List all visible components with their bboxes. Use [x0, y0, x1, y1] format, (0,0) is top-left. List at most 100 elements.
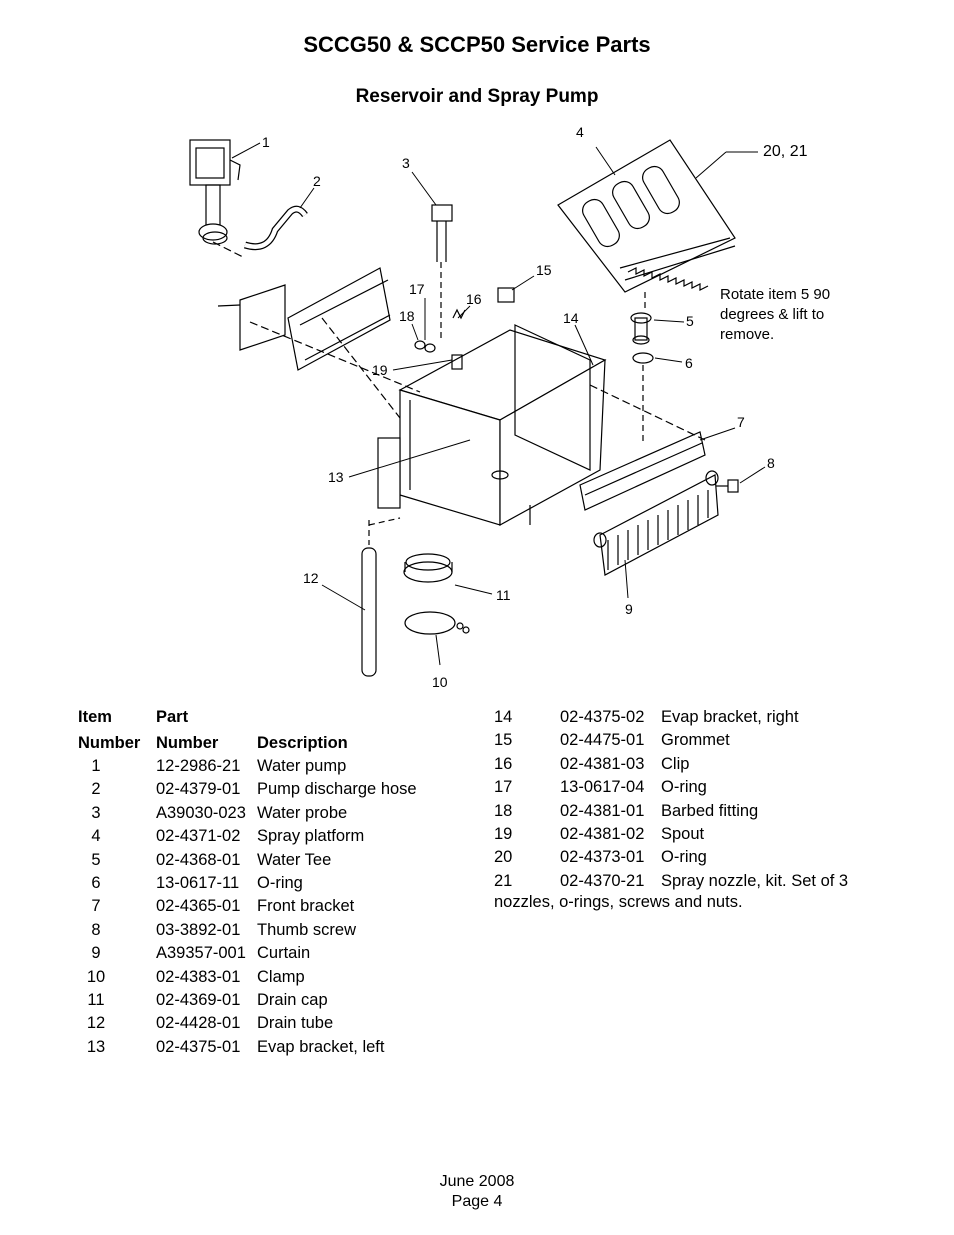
header-part: Part	[156, 708, 189, 726]
header-part-number: Number	[156, 734, 219, 752]
callout-1: 1	[262, 134, 270, 150]
part-number-cell: 02-4368-01	[156, 850, 241, 869]
callout-6: 6	[685, 355, 693, 371]
part-number-cell: 02-4375-02	[560, 708, 645, 726]
description-cell: Spray platform	[257, 827, 365, 846]
part-number-cell: 02-4365-01	[156, 897, 241, 916]
description-cell: Water probe	[257, 803, 348, 822]
callout-5: 5	[686, 313, 694, 329]
water-probe-drawing	[431, 204, 453, 340]
drain-cap-drawing	[403, 553, 453, 583]
item-number-cell: 5	[91, 850, 101, 869]
part-number-cell: 02-4375-01	[156, 1037, 241, 1056]
header-description: Description	[257, 734, 348, 752]
clamp-drawing	[404, 611, 470, 635]
part-number-cell: 12-2986-21	[156, 757, 241, 775]
callout-8: 8	[767, 455, 775, 471]
grommet-drawing	[497, 287, 515, 303]
callout-20-21: 20, 21	[763, 143, 808, 160]
callout-9: 9	[625, 601, 633, 617]
item-number-cell: 14	[494, 708, 513, 726]
callout-10: 10	[432, 674, 448, 690]
description-cell: O-ring	[257, 874, 303, 892]
description-cell: Thumb screw	[257, 920, 357, 939]
removal-note: Rotate item 5 90 degrees & lift to remov…	[720, 286, 831, 343]
callout-13: 13	[328, 469, 344, 485]
header-item-number: Number	[78, 734, 141, 752]
part-number-cell: A39357-001	[156, 944, 246, 963]
item-number-cell: 13	[86, 1037, 106, 1056]
part-number-cell: 02-4369-01	[156, 991, 241, 1009]
page-footer: June 2008 Page 4	[0, 1172, 954, 1212]
description-cell: Evap bracket, right	[661, 708, 799, 726]
part-number-cell: 03-3892-01	[156, 920, 241, 939]
part-number-cell: 02-4381-02	[560, 825, 645, 843]
description-cell: Pump discharge hose	[257, 780, 417, 799]
description-cell: Curtain	[257, 944, 311, 963]
item-number-cell: 16	[494, 754, 513, 773]
item-number-cell: 1	[91, 757, 101, 775]
description-cell: Evap bracket, left	[257, 1037, 385, 1056]
barbed-fitting-drawing	[414, 340, 436, 353]
description-cell: Barbed fitting	[661, 801, 759, 820]
part-number-cell: 02-4373-01	[560, 848, 645, 867]
callout-18: 18	[399, 308, 415, 324]
item-number-cell: 20	[494, 848, 513, 867]
item-number-cell: 15	[494, 731, 513, 750]
description-cell: Water pump	[257, 757, 347, 775]
header-item: Item	[78, 708, 112, 726]
part-number-cell: 13-0617-04	[560, 778, 645, 797]
item-number-cell: 19	[494, 825, 513, 843]
thumb-screw-drawing	[716, 479, 739, 493]
part-number-cell: 02-4381-03	[560, 754, 645, 773]
description-cell: Clamp	[257, 967, 305, 986]
callout-11: 11	[496, 587, 511, 603]
description-cell: Water Tee	[257, 850, 332, 869]
part-number-cell: 02-4379-01	[156, 780, 241, 799]
callout-12: 12	[303, 570, 319, 586]
description-cell: O-ring	[661, 778, 707, 797]
exploded-parts-diagram: 1 2 3 4 20, 21 15 17 16 18 14 5 19 6 7 1…	[189, 124, 808, 690]
description-cell: Grommet	[661, 731, 730, 750]
item-number-cell: 6	[91, 874, 101, 892]
item-number-cell: 21	[494, 871, 513, 890]
footer-page-number: Page 4	[451, 1193, 503, 1210]
curtain-drawing	[593, 470, 719, 576]
section-title: Reservoir and Spray Pump	[355, 86, 599, 107]
callout-19: 19	[372, 362, 388, 378]
callout-16: 16	[466, 291, 482, 307]
part-number-cell: 13-0617-11	[156, 874, 240, 892]
item-number-cell: 2	[91, 780, 101, 799]
description-cell: O-ring	[661, 848, 707, 867]
water-tee-drawing	[630, 312, 654, 445]
front-bracket-drawing	[579, 431, 706, 511]
item-number-cell: 7	[91, 897, 101, 916]
item-number-cell: 4	[91, 827, 101, 846]
description-cell: Clip	[661, 754, 690, 773]
part-number-cell: 02-4381-01	[560, 801, 645, 820]
item-number-cell: 8	[91, 920, 101, 939]
footer-date: June 2008	[439, 1173, 515, 1190]
water-pump-drawing	[189, 139, 241, 245]
description-cell: Front bracket	[257, 897, 355, 916]
item-number-cell: 18	[494, 801, 513, 820]
part-number-cell: 02-4475-01	[560, 731, 645, 750]
item-number-cell: 10	[86, 967, 106, 986]
item-number-cell: 12	[86, 1014, 106, 1033]
callout-17: 17	[409, 281, 425, 297]
callout-3: 3	[402, 155, 410, 171]
part-number-cell: A39030-023	[156, 803, 246, 822]
clip-drawing	[452, 308, 466, 320]
spray-platform-drawing	[557, 139, 736, 312]
row-21-continuation: nozzles, o-rings, screws and nuts.	[494, 893, 743, 911]
description-cell: Drain tube	[257, 1014, 334, 1033]
reservoir-drawing	[377, 324, 607, 527]
spout-drawing	[451, 354, 463, 370]
callout-7: 7	[737, 414, 745, 430]
callout-14: 14	[563, 310, 579, 326]
part-number-cell: 02-4383-01	[156, 967, 241, 986]
description-cell: Spray nozzle, kit. Set of 3	[661, 871, 849, 890]
drain-tube-drawing	[361, 517, 401, 677]
mounting-plate-drawing	[239, 284, 286, 351]
callout-4: 4	[576, 124, 584, 140]
